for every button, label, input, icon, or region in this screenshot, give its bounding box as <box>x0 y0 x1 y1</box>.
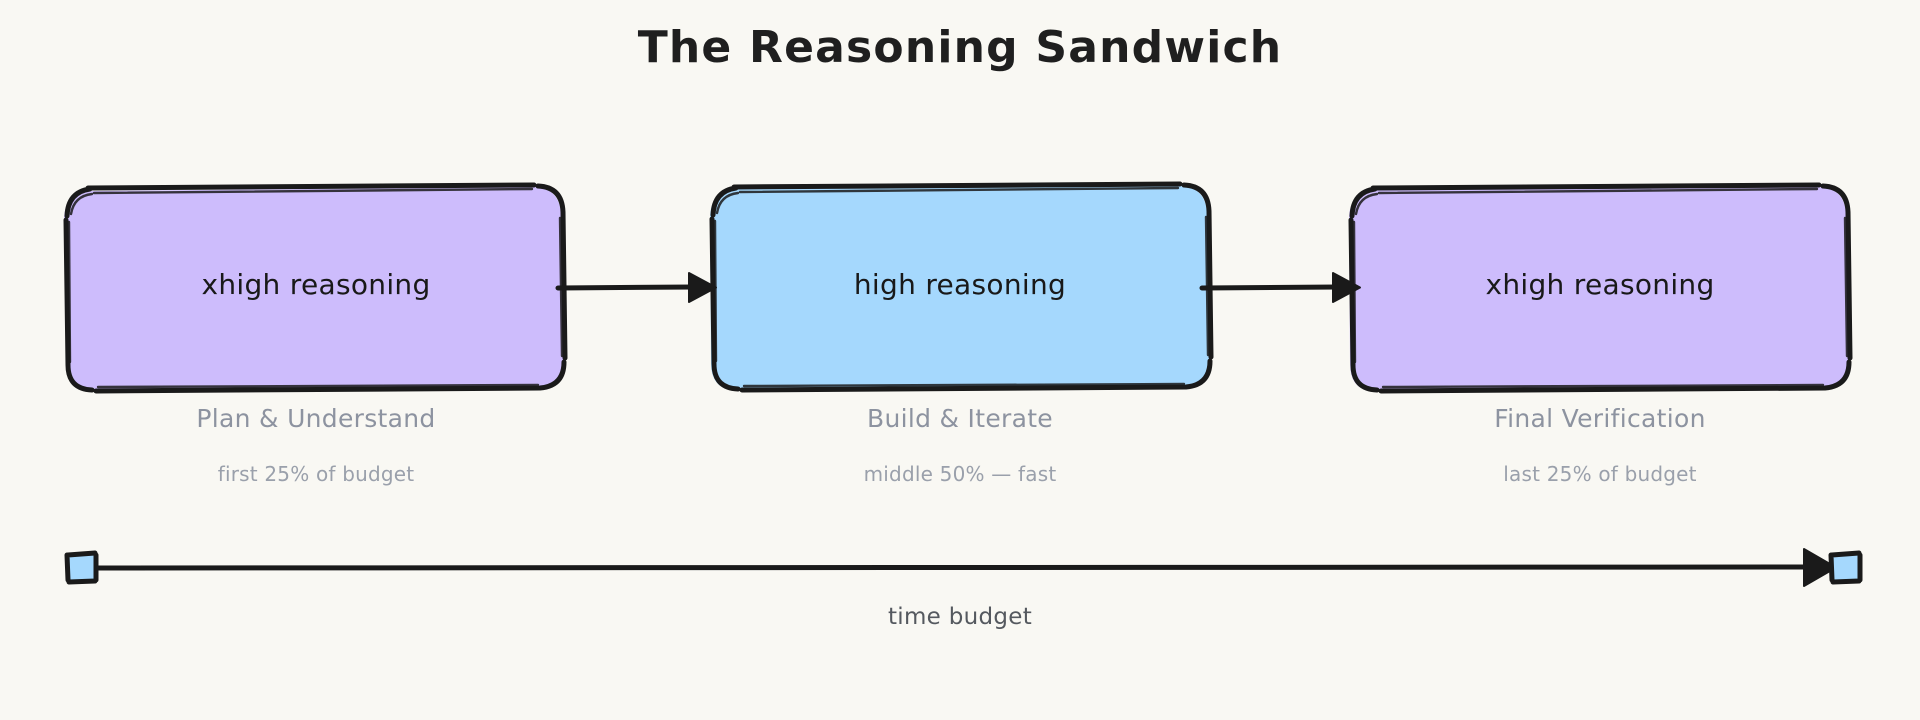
stage-3-box-label: xhigh reasoning <box>1485 267 1715 301</box>
stage-final-verification[interactable]: xhigh reasoning <box>1348 182 1853 394</box>
stage-2-stroke-a <box>709 181 1214 393</box>
arrow-stage2-to-stage3 <box>1199 272 1361 303</box>
stage-plan-understand[interactable]: xhigh reasoning <box>63 182 568 394</box>
stage-1-fill <box>64 187 564 392</box>
stage-3-stroke-a <box>1348 182 1853 394</box>
stage-1-caption: Plan & Understand <box>196 404 436 433</box>
stage-3-caption: Final Verification <box>1494 404 1706 433</box>
arrow-1-head <box>688 272 717 303</box>
stage-1-subcaption: first 25% of budget <box>217 462 415 486</box>
stage-2-box-shape <box>709 181 1214 393</box>
stage-2-box-label: high reasoning <box>853 267 1067 301</box>
stage-2-subcaption: middle 50% — fast <box>863 462 1057 486</box>
stage-3-stroke-b <box>1352 187 1849 389</box>
stage-3-fill <box>1349 187 1848 392</box>
arrow-stage1-to-stage2 <box>555 272 717 303</box>
stage-2-caption: Build & Iterate <box>867 404 1053 433</box>
timeline-line <box>83 564 1815 571</box>
stage-1-stroke-a <box>63 182 568 394</box>
stage-3-subcaption: last 25% of budget <box>1503 462 1697 486</box>
timeline-start-marker-icon <box>64 550 99 585</box>
stage-1-box-label: xhigh reasoning <box>201 267 431 301</box>
page-title: The Reasoning Sandwich <box>637 22 1283 73</box>
timeline-label: time budget <box>887 604 1033 630</box>
stage-build-iterate[interactable]: high reasoning <box>709 181 1214 393</box>
stage-2-fill <box>710 186 1209 391</box>
stage-3-box-shape <box>1348 182 1853 394</box>
timeline-end-marker-icon <box>1803 548 1863 587</box>
arrow-1-line <box>555 284 697 291</box>
arrow-2-head <box>1332 272 1361 303</box>
timeline-arrow-head <box>1803 548 1837 587</box>
arrow-2-line <box>1199 284 1341 291</box>
time-budget-timeline <box>64 548 1863 587</box>
